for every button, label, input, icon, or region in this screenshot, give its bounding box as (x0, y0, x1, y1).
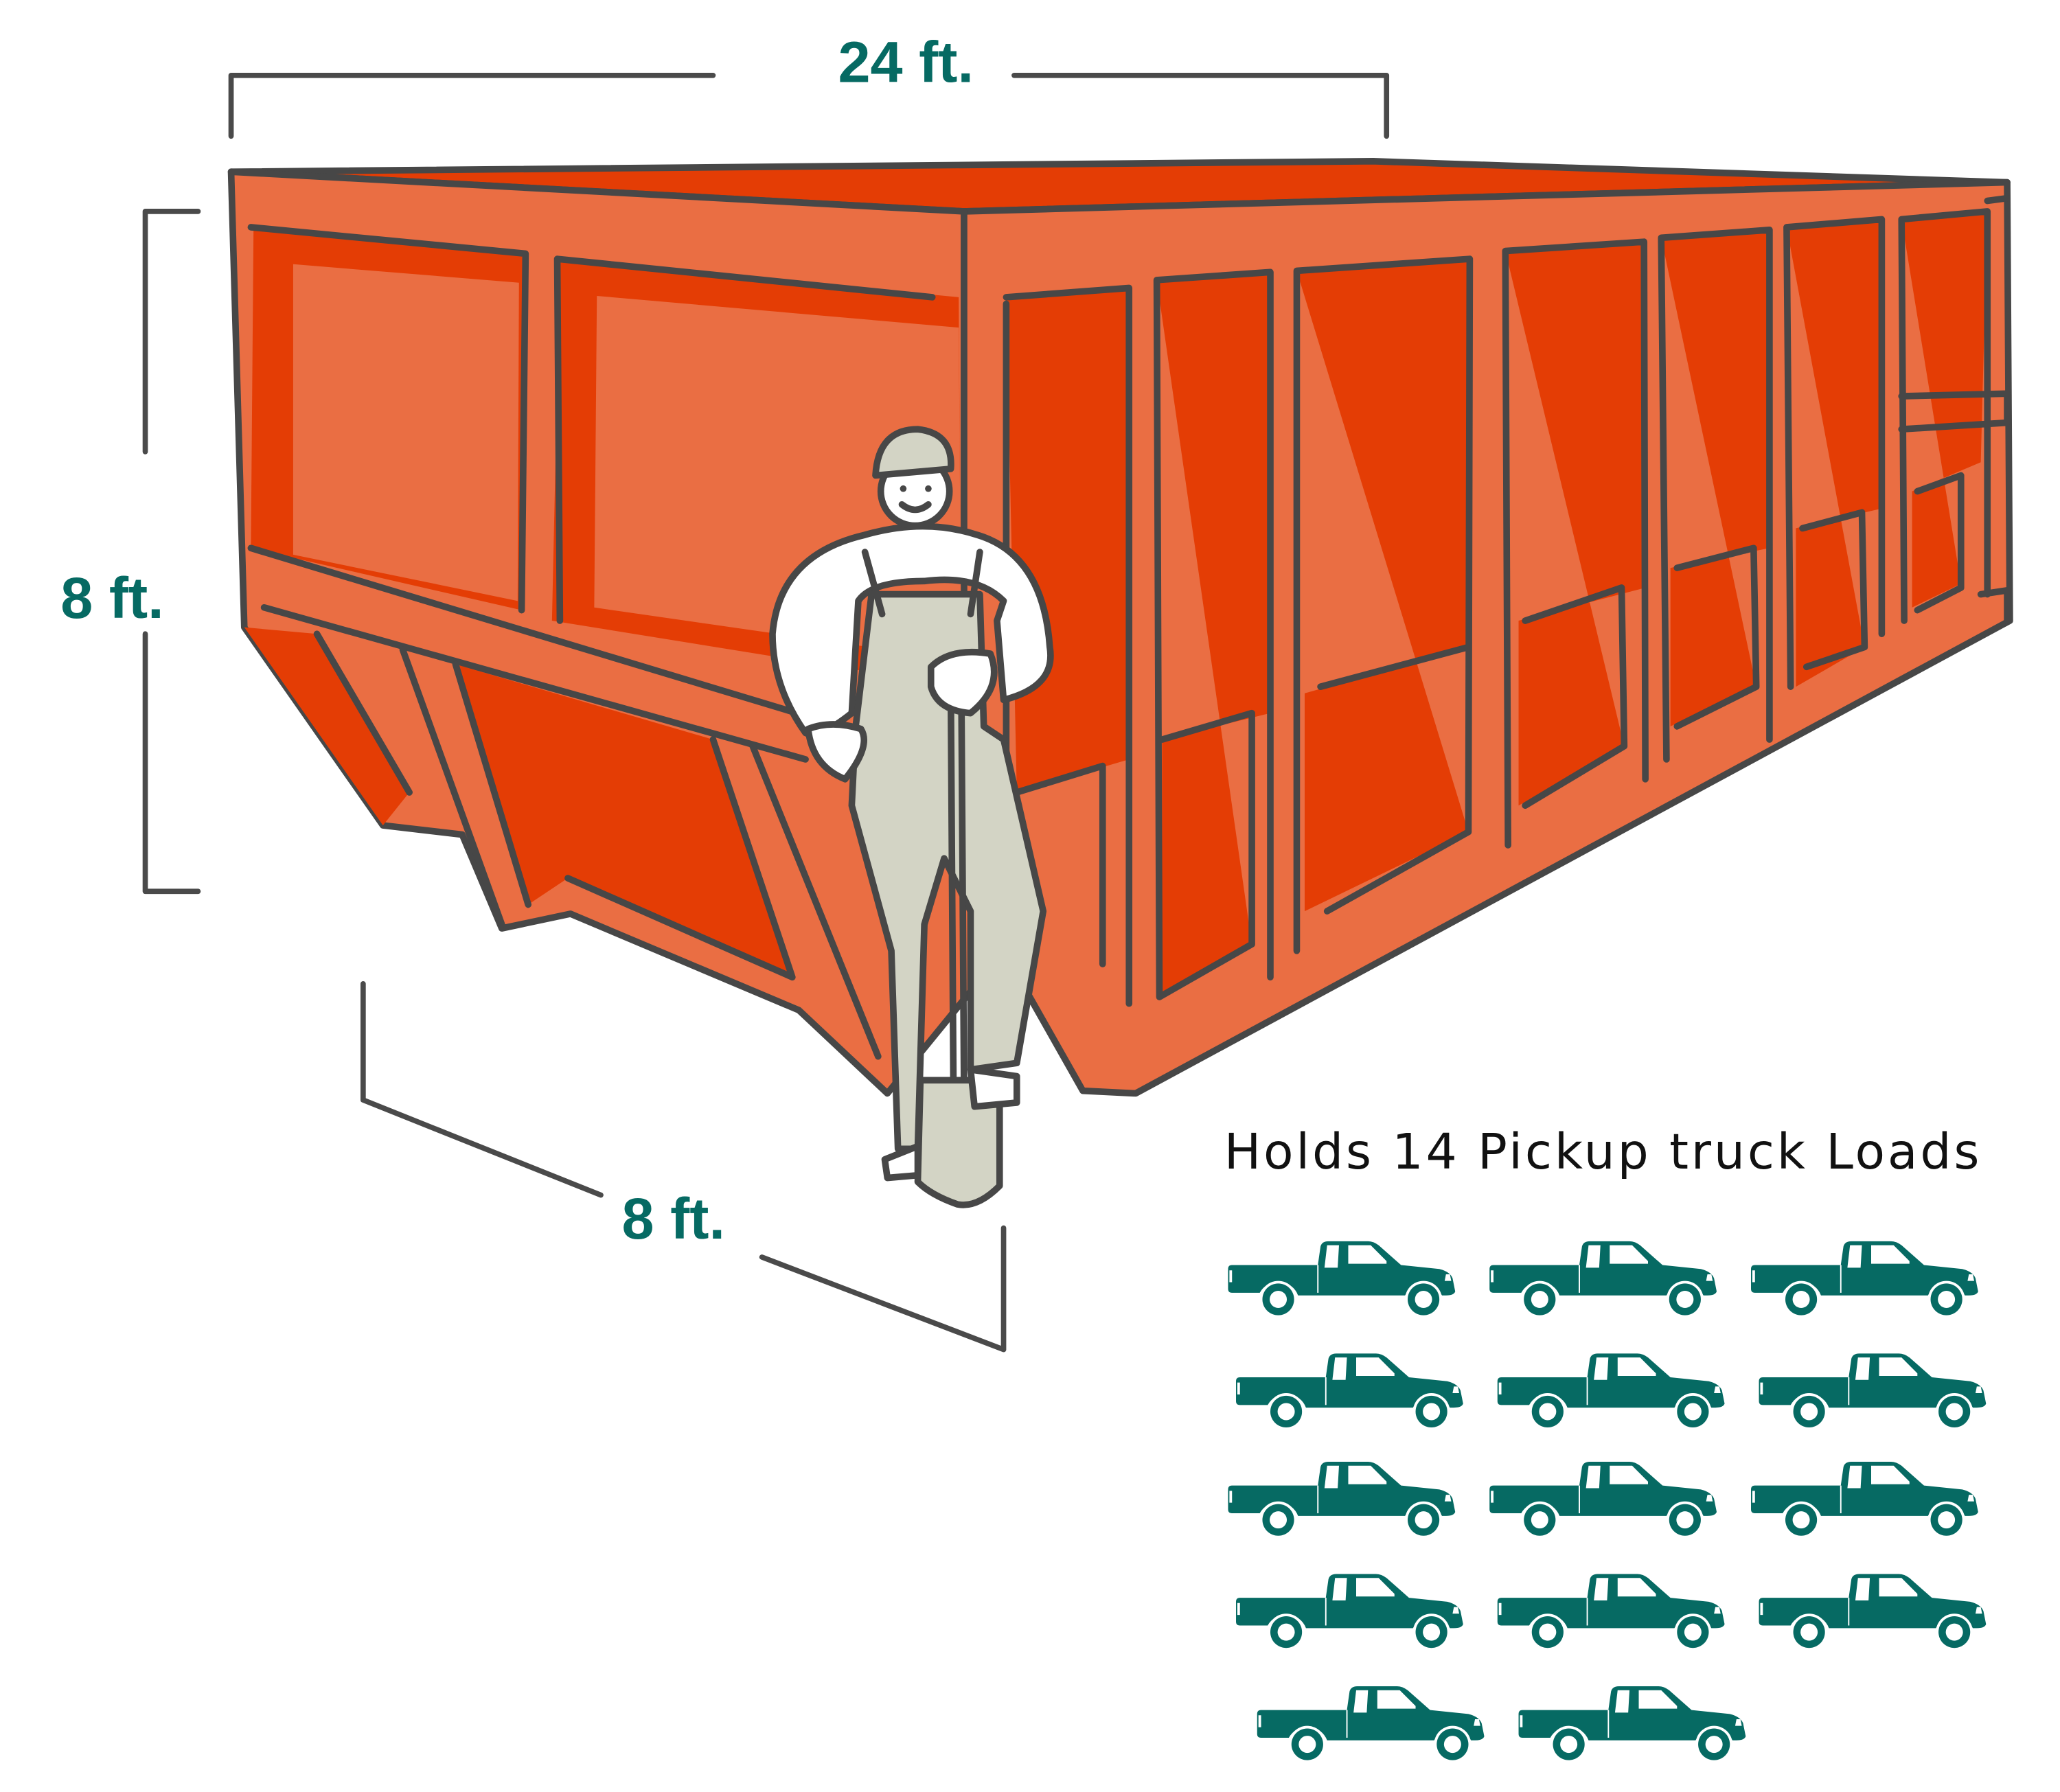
width-label: 8 ft. (622, 1186, 725, 1251)
length-label: 24 ft. (838, 29, 973, 94)
pickup-truck-icon (1256, 1685, 1485, 1764)
length-dimension: 24 ft. (228, 29, 1390, 139)
pickup-truck-icon (1489, 1461, 1717, 1539)
pickup-truck-grid (1227, 1240, 1987, 1764)
dumpster (227, 158, 2013, 1097)
height-label: 8 ft. (60, 565, 163, 630)
pickup-truck-icon (1496, 1573, 1726, 1652)
pickup-truck-icon (1235, 1573, 1464, 1652)
pickup-truck-icon (1518, 1685, 1747, 1764)
capacity-caption: Holds 14 Pickup truck Loads (1224, 1123, 1982, 1180)
pickup-truck-icon (1750, 1240, 1979, 1319)
width-dimension: 8 ft. (360, 981, 1007, 1353)
pickup-truck-icon (1235, 1353, 1464, 1431)
pickup-truck-icon (1227, 1240, 1456, 1319)
height-dimension: 8 ft. (60, 209, 201, 895)
pickup-truck-icon (1489, 1240, 1717, 1319)
pickup-truck-icon (1227, 1461, 1456, 1539)
pickup-truck-icon (1758, 1353, 1987, 1431)
pickup-truck-icon (1496, 1353, 1726, 1431)
pickup-truck-icon (1750, 1461, 1979, 1539)
pickup-truck-icon (1758, 1573, 1987, 1652)
worker-figure (769, 426, 1054, 1208)
